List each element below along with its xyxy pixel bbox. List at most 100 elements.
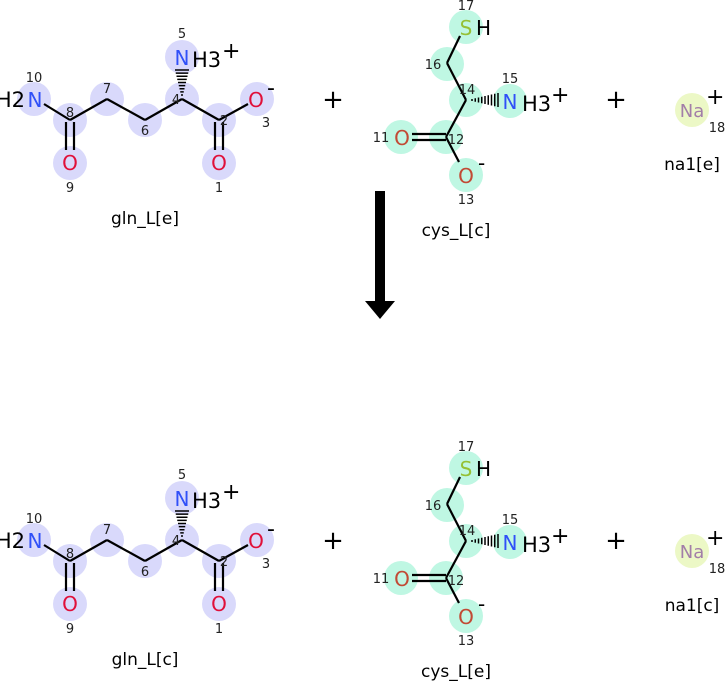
- atom-number: 8: [66, 106, 74, 121]
- atom-number: 14: [459, 83, 476, 98]
- oxygen-atom: O: [62, 592, 78, 616]
- atom-number: 7: [103, 523, 111, 538]
- atom-highlight: [202, 587, 236, 621]
- charge-plus: +: [222, 39, 240, 64]
- hydrogen-label: H3: [522, 533, 551, 557]
- atom-number: 4: [172, 93, 180, 108]
- hydrogen-label: H3: [522, 92, 551, 116]
- atom-highlight: [240, 523, 274, 557]
- bond: [144, 539, 183, 562]
- atom-number: 10: [26, 71, 43, 86]
- charge-plus: +: [222, 480, 240, 505]
- oxygen-atom: O: [394, 567, 410, 591]
- nitrogen-atom: N: [175, 46, 190, 70]
- nitrogen-atom: N: [503, 90, 518, 114]
- molecule-name: cys_L[c]: [422, 221, 491, 241]
- atom-highlight: [165, 40, 199, 74]
- atom-number: 10: [26, 512, 43, 527]
- atom-number: 15: [502, 72, 519, 87]
- molecule-name: cys_L[e]: [421, 662, 491, 682]
- atom-number: 17: [458, 0, 475, 14]
- plus-sign: +: [605, 526, 627, 556]
- atom-highlight: [17, 82, 51, 116]
- atom-number: 13: [458, 193, 475, 208]
- nitrogen-atom: N: [28, 529, 43, 553]
- atom-number: 5: [178, 468, 186, 483]
- molecule-name: na1[c]: [665, 596, 720, 616]
- atom-highlight: [384, 561, 418, 595]
- atom-number: 2: [220, 114, 228, 129]
- atom-highlight: [17, 523, 51, 557]
- atom-highlight: [675, 534, 709, 568]
- atom-number: 17: [458, 440, 475, 455]
- atom-number: 13: [458, 634, 475, 649]
- arrow-shaft: [375, 191, 385, 303]
- charge-minus: -: [478, 592, 485, 616]
- oxygen-atom: O: [394, 126, 410, 150]
- atom-number: 7: [103, 82, 111, 97]
- oxygen-atom: O: [248, 529, 264, 553]
- atom-number: 9: [66, 181, 74, 196]
- bond: [445, 577, 460, 604]
- oxygen-atom: O: [248, 88, 264, 112]
- atom-highlight: [449, 158, 483, 192]
- sulfur-atom: S: [460, 457, 473, 481]
- nitrogen-atom: N: [503, 531, 518, 555]
- bond: [218, 103, 249, 121]
- oxygen-atom: O: [458, 605, 474, 629]
- charge-minus: -: [478, 151, 485, 175]
- bond: [446, 62, 467, 101]
- atom-highlight: [240, 82, 274, 116]
- oxygen-atom: O: [211, 151, 227, 175]
- atom-number: 16: [425, 58, 442, 73]
- oxygen-atom: O: [458, 164, 474, 188]
- molecule-name: gln_L[e]: [111, 209, 179, 229]
- bond: [43, 544, 71, 562]
- bond: [144, 98, 183, 121]
- oxygen-atom: O: [62, 151, 78, 175]
- atom-highlight: [202, 146, 236, 180]
- atom-highlight: [493, 84, 527, 118]
- sulfur-atom: S: [460, 16, 473, 40]
- atom-highlight: [493, 525, 527, 559]
- hydrogen-label: H: [476, 16, 491, 40]
- atom-highlight: [53, 587, 87, 621]
- nitrogen-atom: N: [175, 487, 190, 511]
- atom-number: 14: [459, 524, 476, 539]
- plus-sign: +: [322, 526, 344, 556]
- oxygen-atom: O: [211, 592, 227, 616]
- charge-minus: -: [267, 76, 275, 101]
- atom-number: 8: [66, 547, 74, 562]
- hydrogen-label: H2: [0, 529, 25, 553]
- hydrogen-label: H: [476, 457, 491, 481]
- bond: [218, 544, 249, 562]
- bond: [445, 136, 460, 163]
- atom-number: 12: [448, 574, 465, 589]
- charge-minus: -: [267, 517, 275, 542]
- hydrogen-label: H3: [192, 489, 221, 513]
- sodium-atom: Na: [680, 101, 705, 122]
- reaction-arrow: [365, 191, 395, 319]
- atom-number: 3: [262, 116, 270, 131]
- atom-highlight: [449, 599, 483, 633]
- atom-highlight: [384, 120, 418, 154]
- bond: [445, 99, 467, 138]
- atom-highlight: [165, 481, 199, 515]
- charge-plus: +: [551, 524, 569, 549]
- atom-number: 4: [172, 534, 180, 549]
- atom-number: 15: [502, 513, 519, 528]
- atom-highlight: [53, 146, 87, 180]
- bond: [69, 98, 108, 121]
- bond: [106, 539, 146, 562]
- bond: [181, 98, 220, 121]
- atom-number: 18: [709, 121, 726, 136]
- atom-number: 2: [220, 555, 228, 570]
- atom-number: 5: [178, 27, 186, 42]
- atom-number: 3: [262, 557, 270, 572]
